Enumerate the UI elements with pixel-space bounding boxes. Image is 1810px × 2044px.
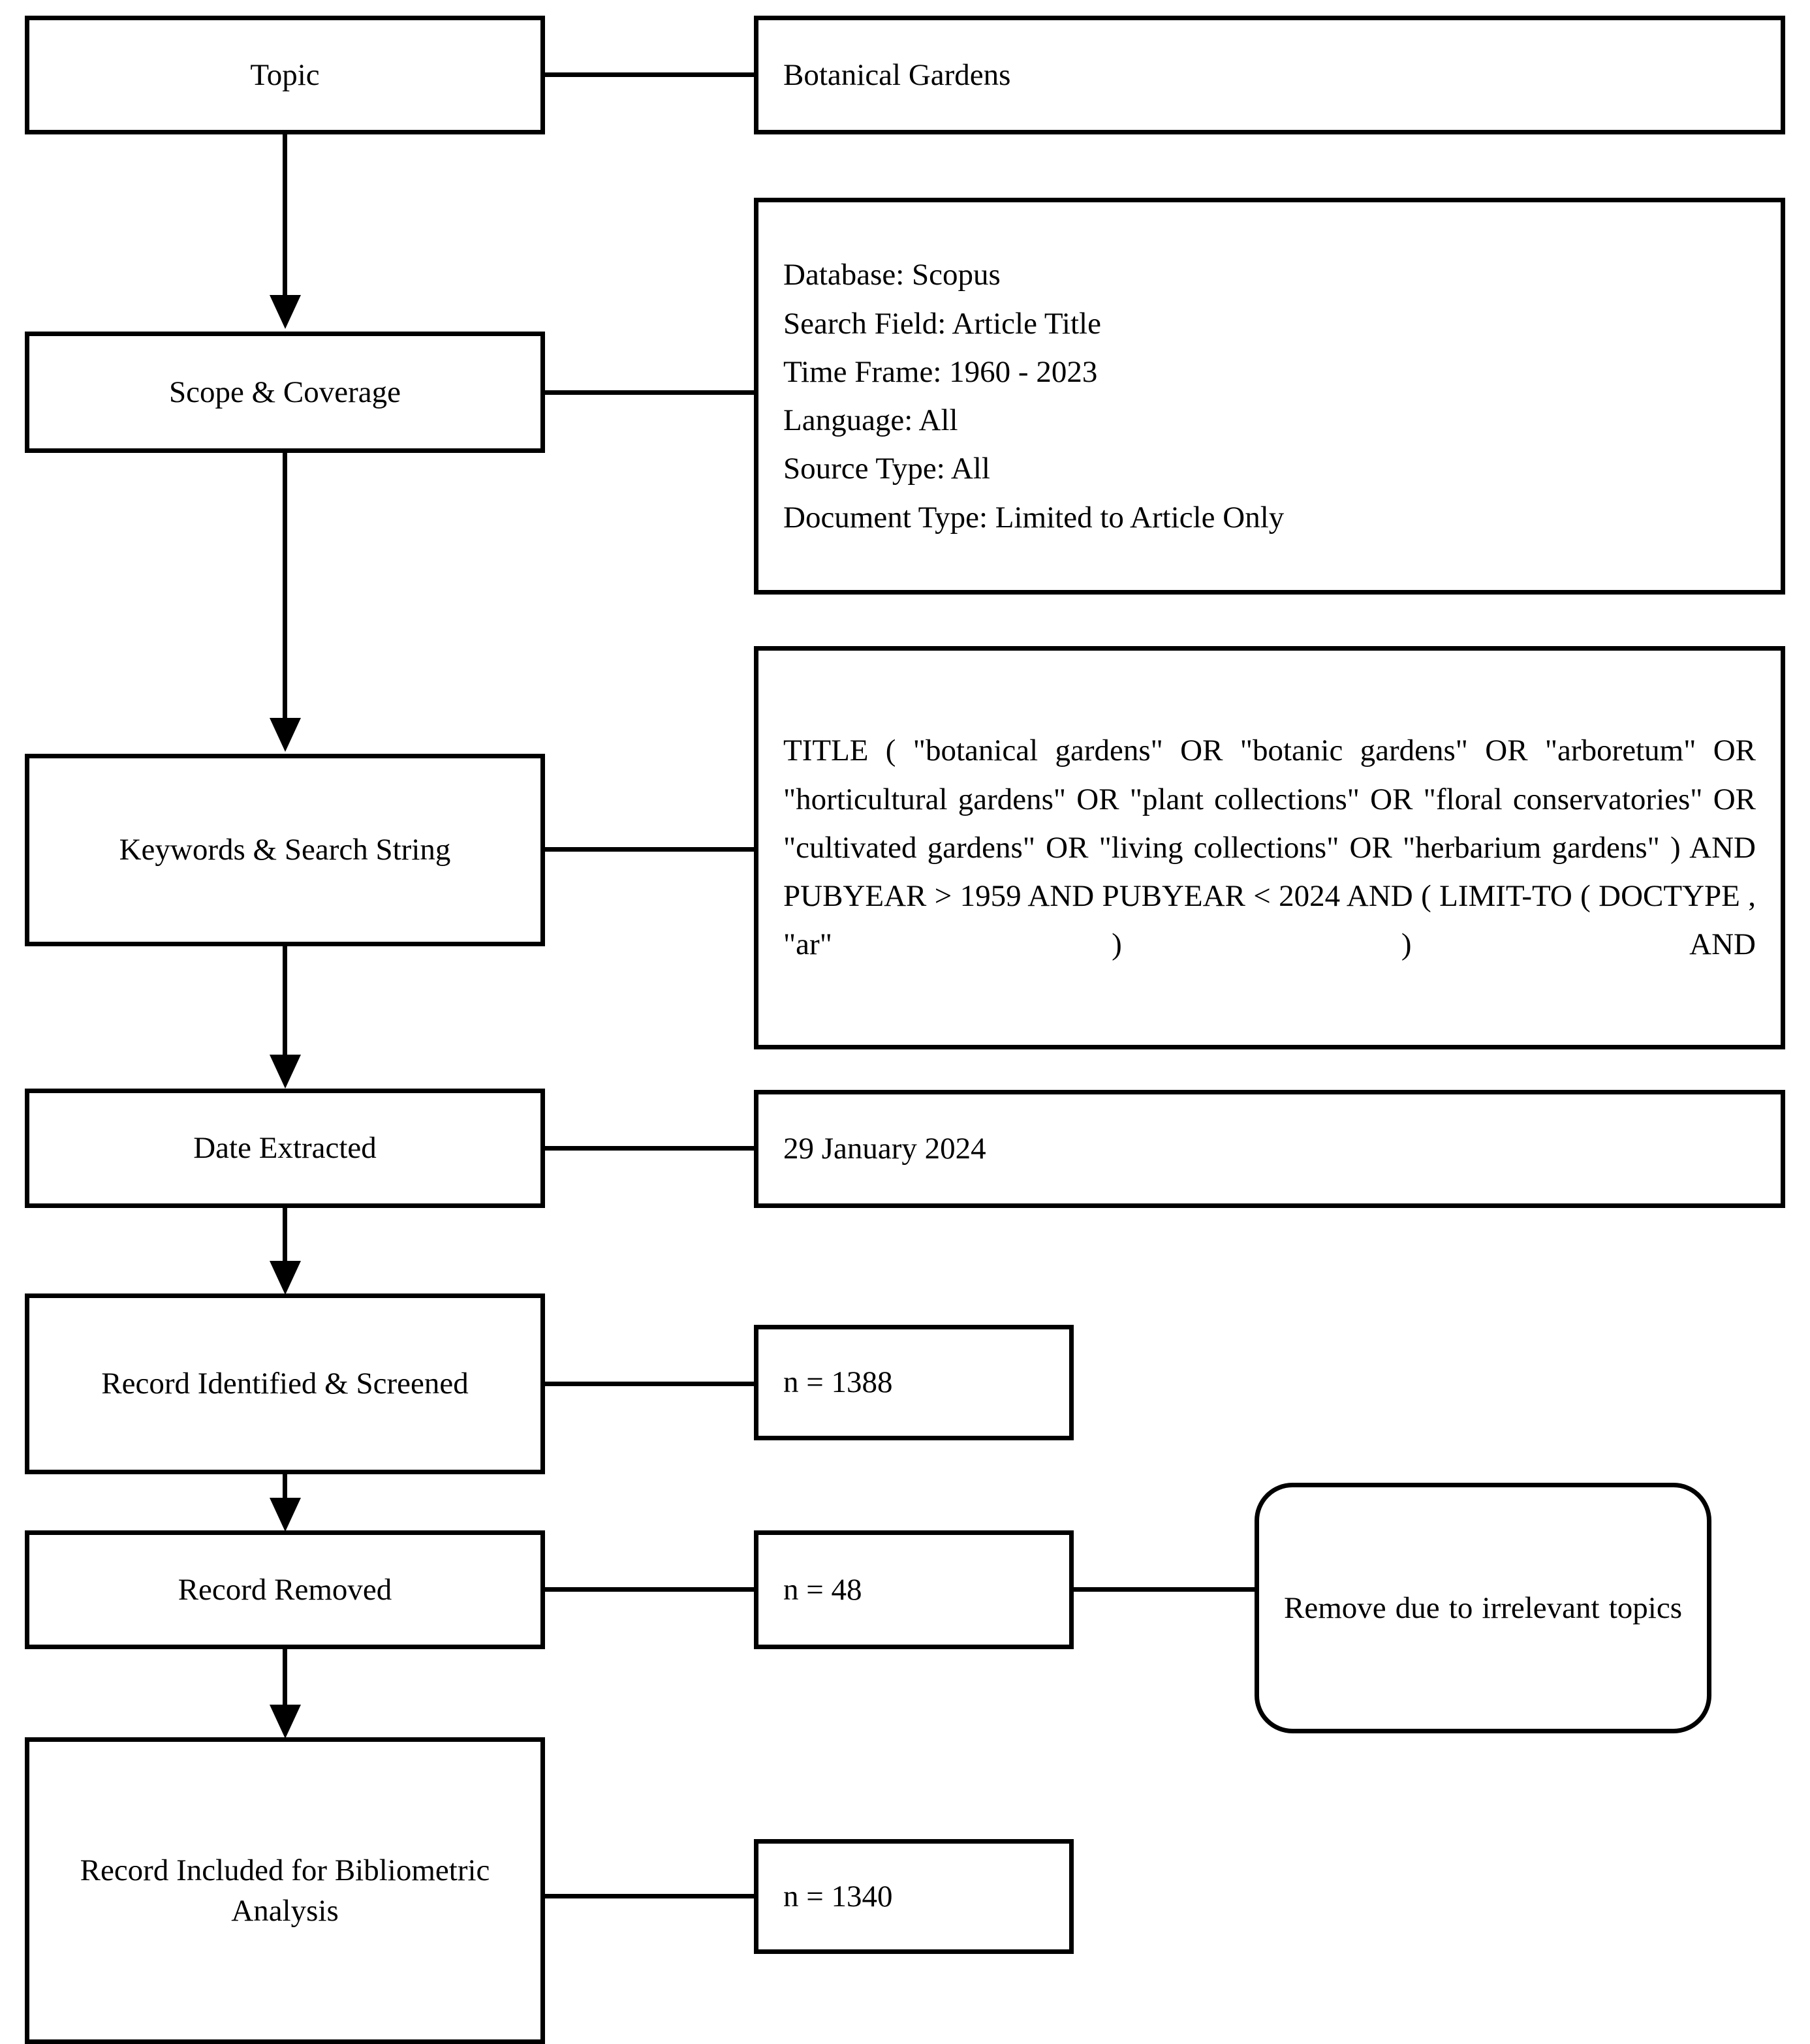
node-record-identified-count-text: n = 1388 (783, 1365, 893, 1400)
scope-detail-item: Time Frame: 1960 - 2023 (783, 354, 1098, 389)
arrow-date-to-identified (270, 1261, 301, 1295)
node-search-string-text: TITLE ( "botanical gardens" OR "botanic … (783, 734, 1756, 962)
arrow-removed-to-included (270, 1705, 301, 1739)
node-scope-label: Scope & Coverage (168, 375, 401, 409)
node-record-removed-label: Record Removed (178, 1572, 392, 1607)
node-scope[interactable]: Scope & Coverage (25, 332, 545, 453)
node-topic-value-text: Botanical Gardens (783, 57, 1011, 92)
node-removal-reason[interactable]: Remove due to irrelevant topics (1255, 1483, 1711, 1733)
node-record-identified-count[interactable]: n = 1388 (754, 1325, 1074, 1440)
connector-removed-to-count (545, 1587, 754, 1592)
scope-detail-item: Search Field: Article Title (783, 306, 1101, 341)
arrow-topic-to-scope (270, 295, 301, 329)
connector-included-to-count (545, 1894, 754, 1898)
arrow-keywords-to-date (270, 1055, 301, 1089)
node-record-included-count[interactable]: n = 1340 (754, 1839, 1074, 1954)
node-record-identified[interactable]: Record Identified & Screened (25, 1293, 545, 1474)
node-topic[interactable]: Topic (25, 16, 545, 134)
scope-detail-item: Document Type: Limited to Article Only (783, 500, 1285, 534)
node-topic-label: Topic (250, 57, 320, 92)
arrow-identified-to-removed (270, 1498, 301, 1532)
node-record-included-label: Record Included for Bibliometric Analysi… (80, 1853, 490, 1928)
node-removal-reason-text: Remove due to irrelevant topics (1284, 1590, 1682, 1625)
arrow-scope-to-keywords (270, 718, 301, 752)
connector-date-to-value (545, 1146, 754, 1151)
node-record-included-count-text: n = 1340 (783, 1879, 893, 1913)
node-topic-value[interactable]: Botanical Gardens (754, 16, 1785, 134)
scope-detail-item: Source Type: All (783, 452, 990, 486)
scope-detail-item: Database: Scopus (783, 258, 1001, 292)
node-keywords-label: Keywords & Search String (119, 833, 451, 867)
connector-count-to-reason (1074, 1587, 1258, 1592)
node-record-removed-count[interactable]: n = 48 (754, 1530, 1074, 1649)
node-keywords[interactable]: Keywords & Search String (25, 754, 545, 946)
connector-identified-to-count (545, 1382, 754, 1386)
node-record-removed[interactable]: Record Removed (25, 1530, 545, 1649)
node-date-value-text: 29 January 2024 (783, 1132, 986, 1166)
node-record-identified-label: Record Identified & Screened (101, 1367, 469, 1401)
scope-details-list: Database: Scopus Search Field: Article T… (758, 251, 1781, 542)
connector-removed-to-included (283, 1649, 287, 1708)
connector-date-to-identified (283, 1208, 287, 1263)
connector-topic-to-scope (283, 134, 287, 298)
connector-topic-to-value (545, 72, 754, 77)
node-date-extracted[interactable]: Date Extracted (25, 1089, 545, 1208)
connector-scope-to-keywords (283, 453, 287, 720)
scope-detail-item: Language: All (783, 403, 958, 437)
node-date-extracted-label: Date Extracted (193, 1131, 377, 1166)
node-record-included[interactable]: Record Included for Bibliometric Analysi… (25, 1737, 545, 2044)
node-scope-details[interactable]: Database: Scopus Search Field: Article T… (754, 198, 1785, 595)
connector-scope-to-details (545, 390, 754, 395)
connector-keywords-to-date (283, 946, 287, 1057)
connector-identified-to-removed (283, 1474, 287, 1502)
node-search-string[interactable]: TITLE ( "botanical gardens" OR "botanic … (754, 646, 1785, 1049)
node-record-removed-count-text: n = 48 (783, 1572, 862, 1607)
connector-keywords-to-query (545, 847, 754, 852)
node-date-value[interactable]: 29 January 2024 (754, 1090, 1785, 1208)
